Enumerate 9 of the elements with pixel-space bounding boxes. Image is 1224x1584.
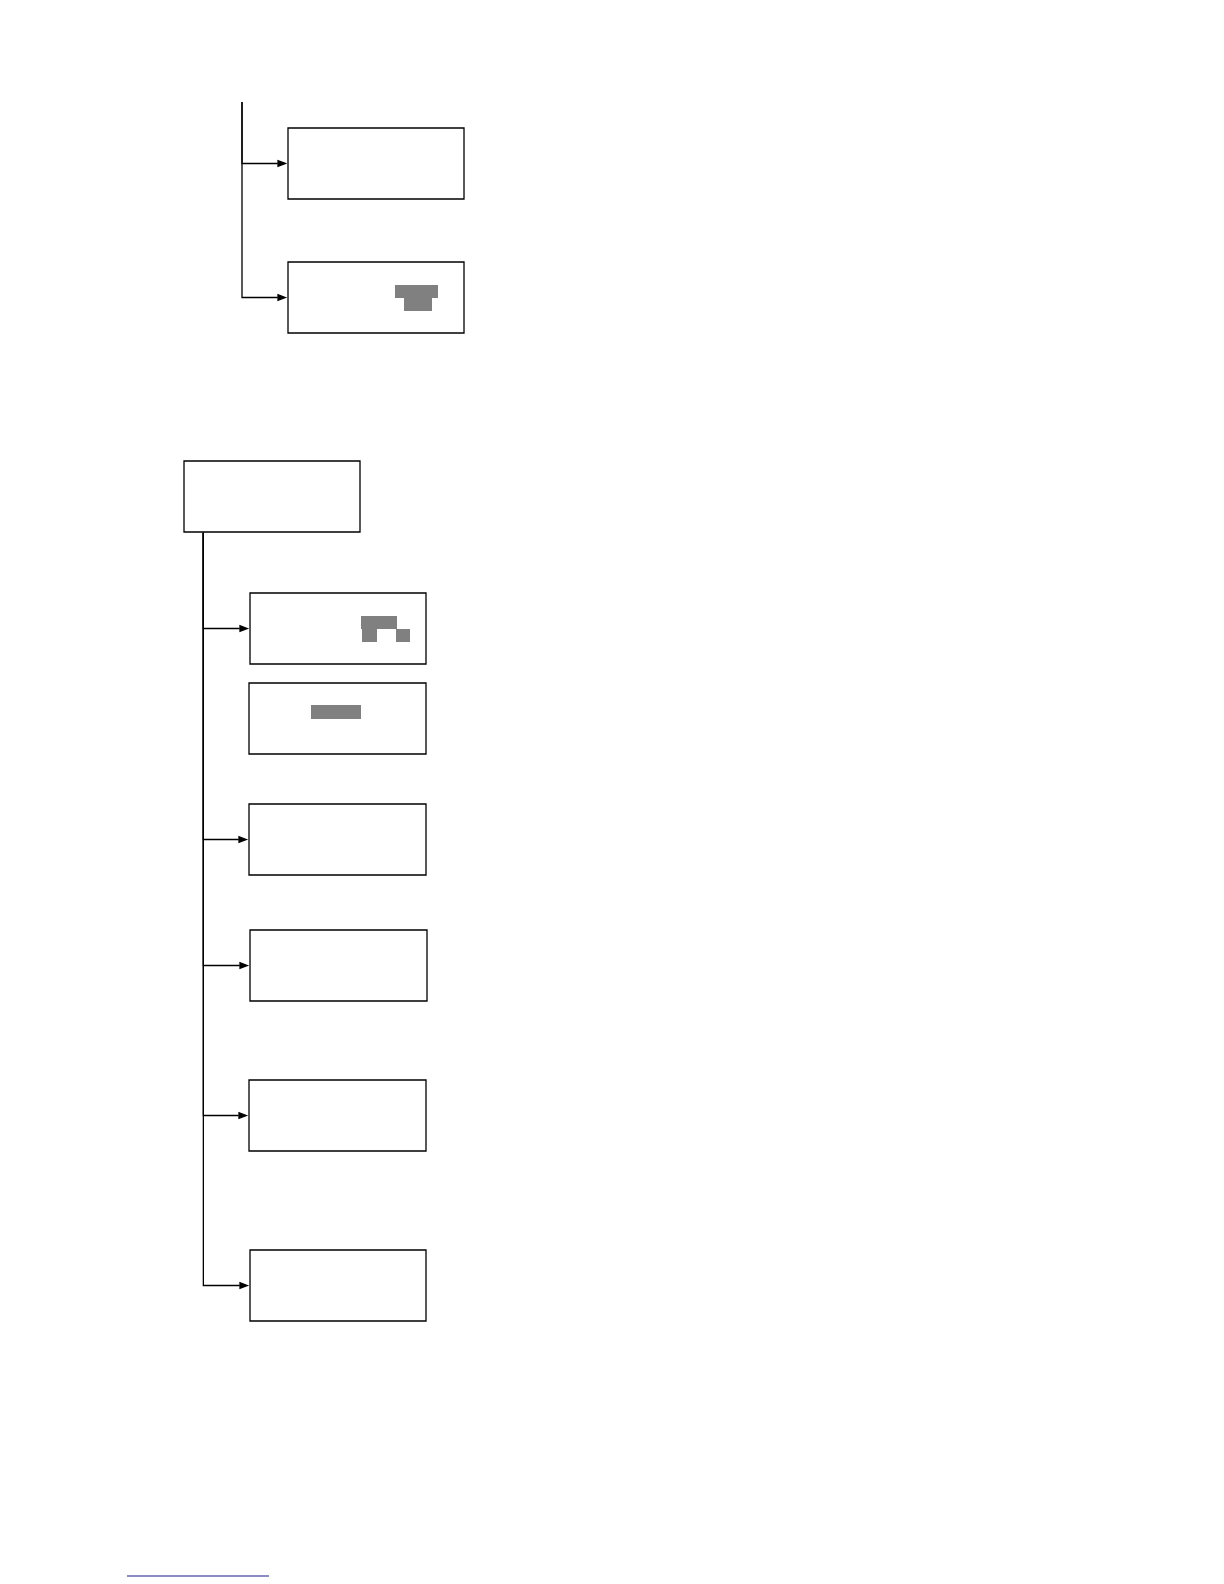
empty-box — [249, 1249, 427, 1322]
empty-box — [249, 929, 428, 1002]
empty-box — [287, 127, 465, 200]
empty-box — [248, 682, 427, 755]
empty-box — [248, 1079, 427, 1152]
empty-box — [287, 261, 465, 334]
empty-box — [183, 460, 361, 533]
empty-box — [248, 803, 427, 876]
empty-box — [249, 592, 427, 665]
